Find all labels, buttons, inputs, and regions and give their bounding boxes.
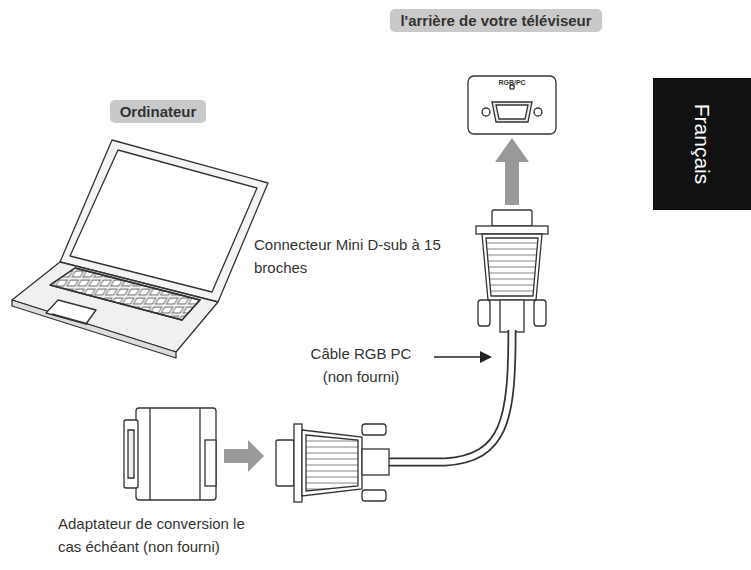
language-tab: Français: [653, 78, 751, 210]
conversion-adapter: [124, 408, 216, 500]
node-text: l'arrière de votre téléviseur: [400, 12, 591, 29]
heading-box: l'arrière de votre téléviseur: [390, 9, 601, 32]
vga-plug: [476, 210, 548, 332]
laptop-figure: [12, 140, 268, 358]
leader-arrow: [434, 351, 492, 363]
insert-arrow: [495, 138, 529, 205]
heading-box: Ordinateur: [110, 100, 207, 123]
node-text: Ordinateur: [120, 103, 197, 120]
tv-rgb-port: [468, 76, 556, 134]
insert-arrow: [224, 440, 264, 472]
cable-label: Câble RGB PC (non fourni): [296, 342, 426, 389]
connector-label: Connecteur Mini D-sub à 15 broches: [254, 233, 444, 280]
vga-plug: [276, 424, 389, 502]
port-label: RGB/PC: [490, 79, 534, 86]
adapter-label: Adaptateur de conversion le cas échéant …: [58, 512, 263, 559]
node-text: Français: [690, 104, 714, 185]
